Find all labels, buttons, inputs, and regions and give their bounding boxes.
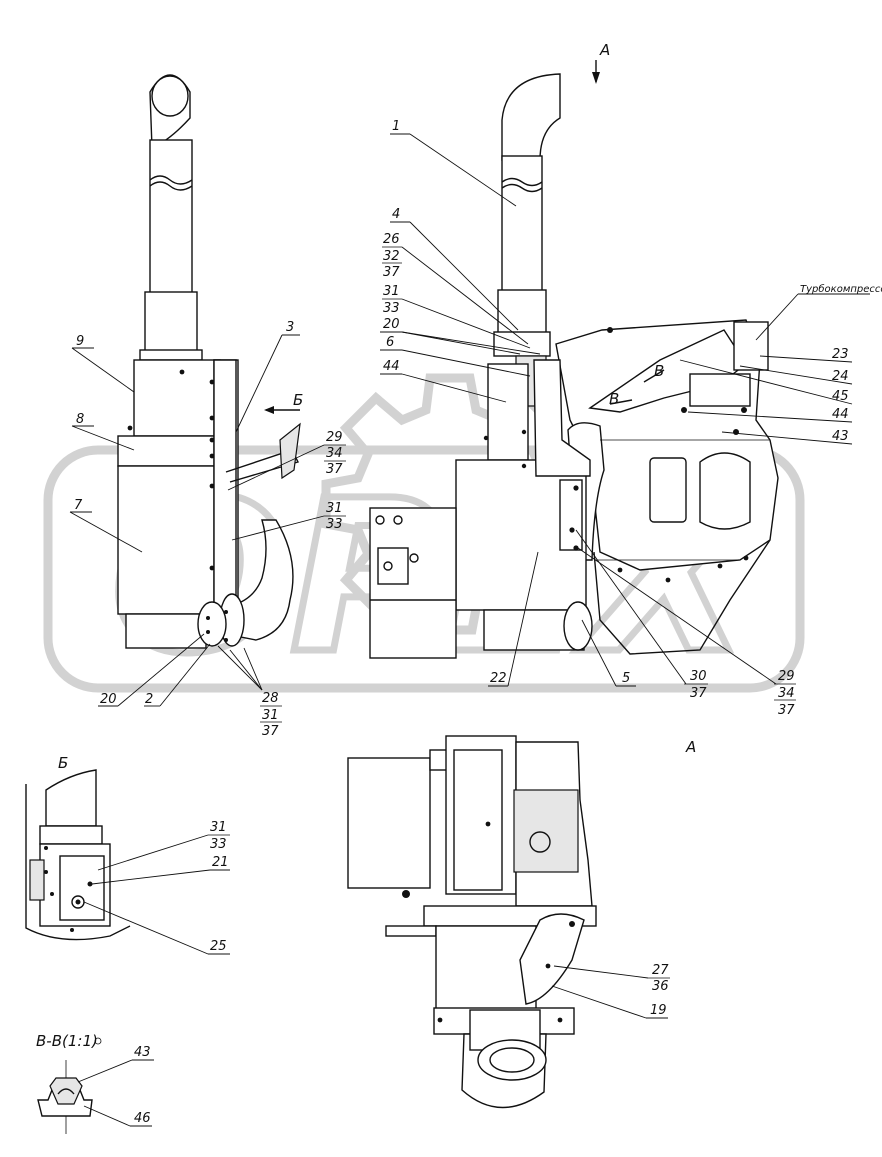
callout-33-b: 33	[210, 837, 227, 852]
callout-37-mid: 37	[383, 265, 400, 280]
section-v-detail: В-В(1:1)	[36, 1032, 102, 1134]
callout-26: 26	[383, 232, 400, 247]
callout-31-b: 31	[210, 820, 227, 835]
callout-8: 8	[76, 412, 84, 427]
callout-20-left: 20	[100, 692, 117, 707]
view-b-title: Б	[58, 754, 68, 772]
callout-24: 24	[832, 369, 849, 384]
view-arrow-v1: В	[654, 362, 664, 380]
left-view	[117, 74, 301, 649]
callout-34-left: 34	[326, 446, 343, 461]
callout-21: 21	[212, 855, 229, 870]
section-v-title: В-В(1:1)	[36, 1032, 98, 1050]
callout-7: 7	[74, 498, 83, 513]
middle-view-callouts: А 1 4 26 32 37 31 33 20 6 44 Турбокомпре…	[380, 41, 882, 718]
callout-31-mid: 31	[383, 284, 400, 299]
callout-29-right: 29	[778, 669, 795, 684]
callout-33-left: 33	[326, 517, 343, 532]
view-a-callouts: 27 36 19	[551, 963, 670, 1019]
callout-28: 28	[262, 691, 279, 706]
callout-43-right: 43	[832, 429, 849, 444]
callout-46: 46	[134, 1111, 151, 1126]
section-v-callouts: 43 46	[77, 1045, 154, 1127]
callout-37-30: 37	[690, 686, 707, 701]
callout-36: 36	[652, 979, 669, 994]
callout-32: 32	[383, 249, 400, 264]
callout-31-bottom: 31	[262, 708, 279, 723]
left-view-callouts: 9 8 7 3 29 34 37 31 33 20 2 28 31 37	[69, 320, 346, 739]
callout-25: 25	[210, 939, 227, 954]
view-b-callouts: 31 33 21 25	[83, 820, 230, 955]
callout-2: 2	[145, 692, 153, 707]
callout-45: 45	[832, 389, 849, 404]
callout-37-left: 37	[326, 462, 343, 477]
callout-6: 6	[386, 335, 394, 350]
callout-31-left: 31	[326, 501, 343, 516]
view-arrow-a: А	[599, 41, 610, 59]
callout-23: 23	[832, 347, 849, 362]
callout-33-mid: 33	[383, 301, 400, 316]
callout-44-right: 44	[832, 407, 849, 422]
callout-43-section: 43	[134, 1045, 151, 1060]
view-a-detail: А	[347, 735, 696, 1109]
callout-34-right: 34	[778, 686, 795, 701]
middle-view	[369, 73, 779, 659]
callout-3: 3	[286, 320, 294, 335]
callout-37-bottom: 37	[262, 724, 279, 739]
callout-27: 27	[652, 963, 669, 978]
callout-1: 1	[392, 119, 400, 134]
callout-22: 22	[490, 671, 507, 686]
callout-30: 30	[690, 669, 707, 684]
callout-4: 4	[392, 207, 400, 222]
callout-29-left: 29	[326, 430, 343, 445]
callout-9: 9	[76, 334, 84, 349]
callout-44-left: 44	[383, 359, 400, 374]
callout-19: 19	[650, 1003, 667, 1018]
view-b-detail: Б	[25, 754, 131, 941]
callout-37-29: 37	[778, 703, 795, 718]
view-arrow-v2: В	[609, 390, 619, 408]
callout-5: 5	[622, 671, 630, 686]
view-a-title: А	[685, 738, 696, 756]
turbo-label: Турбокомпрессор	[800, 283, 882, 295]
view-arrow-b: Б	[293, 391, 303, 409]
callout-20-mid: 20	[383, 317, 400, 332]
